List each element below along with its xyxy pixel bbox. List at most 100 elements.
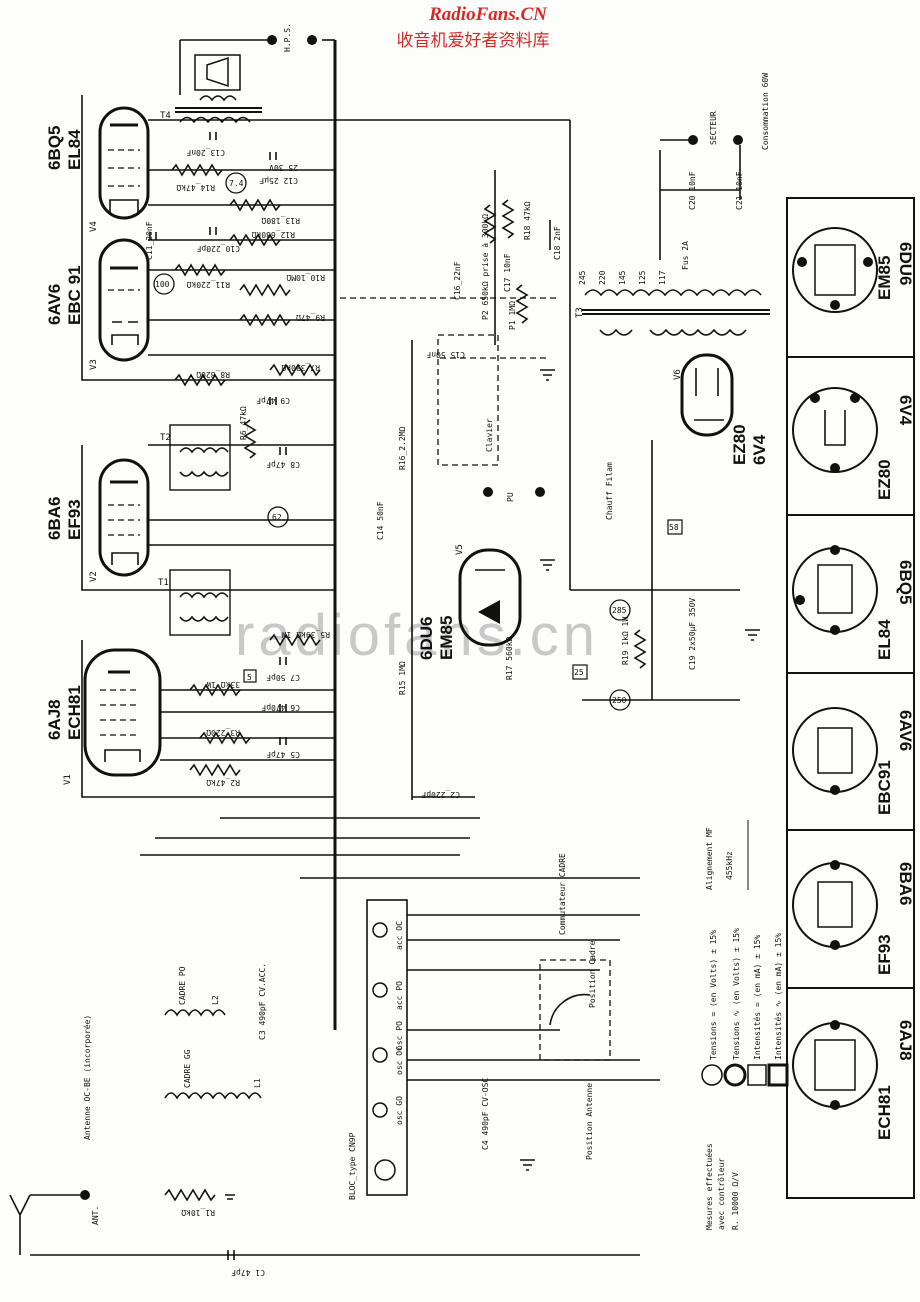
bloc-port-osc-go: osc GO — [395, 1096, 404, 1125]
hps-jack-2[interactable] — [307, 35, 317, 45]
t3-label: T3 — [575, 307, 585, 318]
hps-label: H.P.S. — [283, 23, 292, 52]
c21-label: C21 10nF — [735, 171, 744, 210]
p1-label: P1 1MΩ — [508, 301, 517, 330]
base-6du6-top: 6DU6 — [896, 242, 915, 285]
base-6av6 — [792, 707, 878, 795]
c15-label: C15 50nF — [426, 350, 465, 359]
base-6ba6-top: 6BA6 — [896, 862, 915, 905]
voltage-5: 5 — [247, 673, 252, 682]
pu-jack-2[interactable] — [535, 487, 545, 497]
coil-l2 — [164, 1009, 226, 1017]
r16-label: R16_2.2MΩ — [398, 426, 407, 470]
hps-jack-1[interactable] — [267, 35, 277, 45]
ant-jack[interactable] — [80, 1190, 90, 1200]
v1-alt: ECH81 — [65, 685, 84, 740]
voltage-285: 285 — [612, 606, 627, 615]
l1-label: L1 — [253, 1078, 262, 1088]
c10-label: C10_220pF — [196, 244, 240, 253]
r10-label: R10_10MΩ — [286, 273, 325, 282]
v1-name: 6AJ8 — [45, 699, 64, 740]
v6-id: V6 — [673, 369, 683, 380]
c12-label: C12 25µF — [259, 176, 298, 185]
base-6bq5-bottom: EL84 — [875, 619, 894, 660]
pu-jack-1[interactable] — [483, 487, 493, 497]
c3-label: C3 490pF CV.ACC. — [258, 963, 267, 1040]
v5-id: V5 — [455, 544, 465, 555]
measure-line-2: avec contrôleur — [716, 1158, 726, 1230]
base-6v4-top: 6V4 — [896, 395, 915, 426]
t4-label: T4 — [160, 111, 171, 121]
r14-label: R14_47kΩ — [176, 183, 215, 192]
c7-label: C7 50pF — [266, 673, 300, 682]
tap-125: 125 — [638, 270, 647, 285]
site-title[interactable]: RadioFans.CN — [429, 4, 547, 25]
c12v-label: 25 30V — [269, 163, 298, 172]
voltage-58: 58 — [669, 523, 679, 532]
c11-label: C11_20nF — [145, 221, 154, 260]
c13-label: C13_20nF — [186, 148, 225, 157]
r13-label: R13_180Ω — [261, 216, 300, 225]
bloc-port-osc-po: osc PO — [395, 1021, 404, 1050]
tube-v6 — [680, 353, 734, 437]
position-antenne-label: Position Antenne — [585, 1083, 594, 1160]
if-transformer-t2: T2 — [160, 424, 231, 491]
tube-v3 — [98, 238, 150, 362]
v3-alt: EBC 91 — [65, 265, 84, 325]
c20-label: C20 10nF — [688, 171, 697, 210]
t2-label: T2 — [160, 433, 171, 443]
base-6aj8-bottom: ECH81 — [875, 1085, 894, 1140]
tube-v2 — [98, 458, 150, 577]
tap-117: 117 — [658, 270, 667, 285]
tube-v1 — [83, 648, 162, 777]
r3-label: R3_220Ω — [206, 728, 240, 737]
speaker-icon — [194, 54, 241, 102]
v3-id: V3 — [89, 359, 99, 370]
v5-alt: EM85 — [437, 616, 456, 660]
c6-label: C6 470pF — [261, 703, 300, 712]
commutateur-label: Commutateur CADRE — [558, 853, 567, 935]
r15-label: R15 1MΩ — [398, 661, 407, 695]
v3-name: 6AV6 — [45, 284, 64, 325]
clavier-label: Clavier — [485, 418, 494, 452]
bloc-cn9p — [366, 899, 408, 1196]
v4-name: 6BQ5 — [45, 126, 64, 170]
measure-line-1: Mesures effectuées — [704, 1143, 714, 1230]
position-cadre-label: Position Cadre — [588, 940, 597, 1008]
ant-label: ANT. — [91, 1206, 100, 1225]
t1-label: T1 — [158, 578, 169, 588]
r19-label: R19 1kΩ 1W — [621, 617, 630, 665]
r6-label: R6_47kΩ — [239, 406, 248, 440]
c2-label: C2_220pF — [421, 790, 460, 799]
v6-name: EZ80 — [730, 424, 749, 465]
secteur-label: SECTEUR — [709, 111, 718, 145]
base-6du6-bottom: EM85 — [875, 256, 894, 300]
secteur-jack-1[interactable] — [688, 135, 698, 145]
base-6ba6-bottom: EF93 — [875, 934, 894, 975]
p2-label: P2 650kΩ prise à 300kΩ — [481, 214, 490, 320]
base-6bq5-top: 6BQ5 — [896, 560, 915, 604]
power-transformer-t3: T3 — [575, 289, 770, 336]
bloc-port-acc-oc: acc OC — [395, 921, 404, 950]
tap-145: 145 — [618, 270, 627, 285]
pu-label: PU — [506, 492, 515, 502]
legend-tension-ac: Tensions ∿ (en Volts) ± 15% — [732, 928, 741, 1060]
c14-label: C14 50nF — [376, 501, 385, 540]
site-header: RadioFans.CN 收音机爱好者资料库 — [378, 4, 598, 51]
chauff-label: Chauff Filam — [605, 462, 614, 520]
v2-id: V2 — [89, 571, 99, 582]
secteur-jack-2[interactable] — [733, 135, 743, 145]
voltage-62: 62 — [272, 513, 282, 522]
c1-label: C1 47pF — [231, 1268, 265, 1277]
base-6av6-bottom: EBC91 — [875, 760, 894, 815]
bloc-port-acc-po: acc PO — [395, 981, 404, 1010]
legend-tension-dc: Tensions = (en Volts) ± 15% — [709, 930, 718, 1060]
mf-title: Alignement MF — [705, 827, 714, 890]
r7-label: R7_330kΩ — [281, 363, 320, 372]
c4-label: C4 490pF CV-OSC — [481, 1078, 490, 1150]
base-6aj8 — [792, 1020, 878, 1110]
tap-220: 220 — [598, 270, 607, 285]
c8-label: C8 47pF — [266, 460, 300, 469]
